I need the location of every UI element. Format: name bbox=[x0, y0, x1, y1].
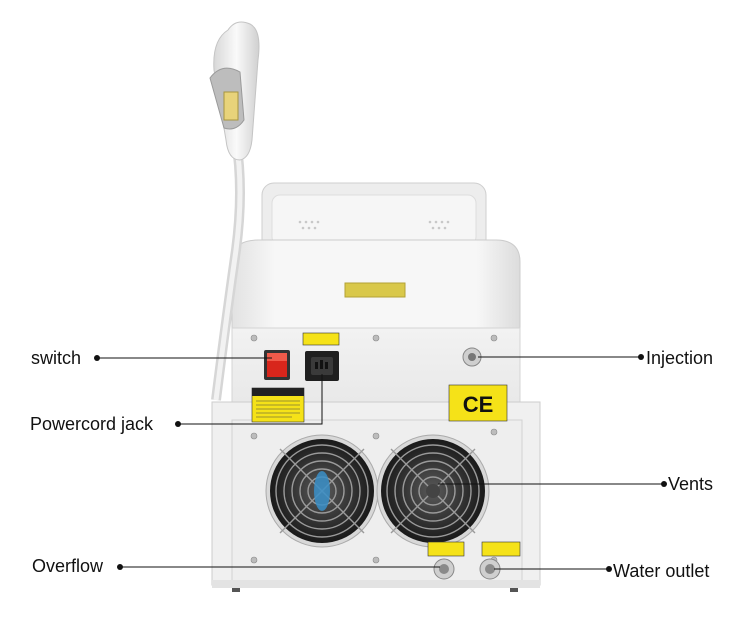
water-outlet-label: Water outlet bbox=[613, 561, 710, 581]
left-fan bbox=[265, 434, 379, 548]
top-back-panel bbox=[261, 182, 487, 254]
powercord-jack-label: Powercord jack bbox=[30, 414, 154, 434]
vents-label: Vents bbox=[668, 474, 714, 494]
injection-port bbox=[462, 347, 482, 367]
water-outlet-tag bbox=[481, 541, 521, 557]
warning-sticker bbox=[251, 387, 305, 423]
ce-mark: CE bbox=[463, 392, 494, 417]
ce-sticker: CE bbox=[448, 384, 508, 422]
power-socket bbox=[302, 332, 340, 381]
callout-lines bbox=[97, 356, 664, 570]
right-fan bbox=[376, 434, 490, 548]
power-switch bbox=[264, 350, 290, 380]
callout-dots bbox=[94, 354, 667, 572]
switch-label: switch bbox=[31, 348, 82, 368]
overflow-tag bbox=[427, 541, 465, 557]
overflow-port bbox=[433, 558, 455, 580]
overflow-label: Overflow bbox=[32, 556, 104, 576]
water-outlet-port bbox=[479, 558, 501, 580]
main-body bbox=[231, 239, 521, 409]
injection-label: Injection bbox=[646, 348, 714, 368]
handpiece bbox=[209, 21, 260, 401]
